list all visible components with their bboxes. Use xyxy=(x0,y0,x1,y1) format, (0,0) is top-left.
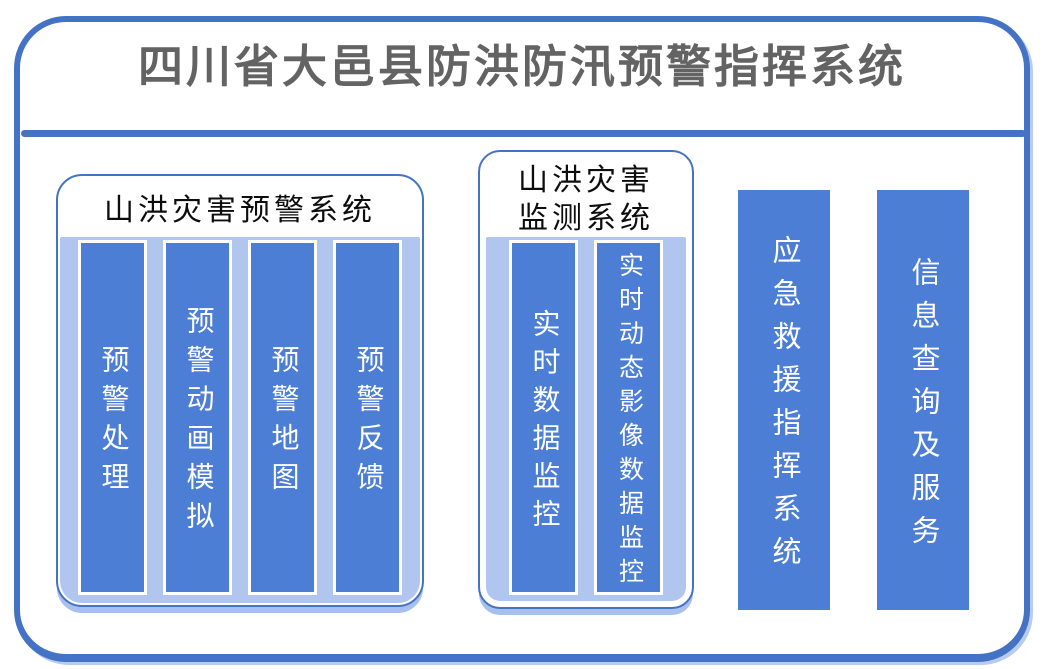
bar-label: 预警动画模拟 xyxy=(182,306,214,540)
bar-label: 预警处理 xyxy=(97,345,129,501)
bar-warning-map: 预警地图 xyxy=(248,240,317,595)
bar-label: 实时动态影像数据监控 xyxy=(615,252,643,592)
group-body-flood-monitoring: 实时数据监控 实时动态影像数据监控 xyxy=(486,237,686,601)
group-flood-warning-system: 山洪灾害预警系统 预警处理 预警动画模拟 预警地图 预警反馈 xyxy=(56,174,424,607)
bar-warning-feedback: 预警反馈 xyxy=(333,240,402,595)
bar-information-query-and-service: 信息查询及服务 xyxy=(877,190,969,610)
bar-label: 实时数据监控 xyxy=(528,308,560,537)
group-flood-monitoring-system: 山洪灾害监测系统 实时数据监控 实时动态影像数据监控 xyxy=(478,150,694,609)
page-title: 四川省大邑县防洪防汛预警指挥系统 xyxy=(137,41,906,92)
bar-warning-processing: 预警处理 xyxy=(78,240,147,595)
group-heading-flood-warning: 山洪灾害预警系统 xyxy=(104,194,376,227)
bar-label: 信息查询及服务 xyxy=(907,256,939,558)
bar-realtime-dynamic-video-data-monitoring: 实时动态影像数据监控 xyxy=(594,240,663,595)
group-heading-flood-monitoring: 山洪灾害监测系统 xyxy=(518,164,654,235)
bar-label: 预警反馈 xyxy=(352,345,384,501)
group-body-flood-warning: 预警处理 预警动画模拟 预警地图 预警反馈 xyxy=(60,237,420,603)
bar-realtime-data-monitoring: 实时数据监控 xyxy=(509,240,578,595)
bar-warning-animation-simulation: 预警动画模拟 xyxy=(163,240,232,595)
bar-label: 应急救援指挥系统 xyxy=(768,235,800,579)
bar-emergency-rescue-command-system: 应急救援指挥系统 xyxy=(738,190,830,610)
bar-label: 预警地图 xyxy=(267,345,299,501)
title-divider xyxy=(21,130,1026,137)
